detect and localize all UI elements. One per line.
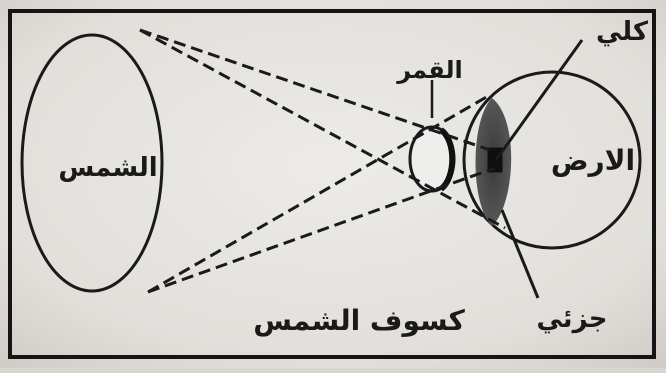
total-label: كلي (596, 17, 649, 47)
diagram-title: كسوف الشمس (253, 304, 465, 337)
earth-label: الارض (551, 144, 635, 177)
sun-label: الشمس (58, 153, 157, 183)
moon-label: القمر (396, 56, 463, 84)
partial-label: جزئي (537, 304, 608, 334)
